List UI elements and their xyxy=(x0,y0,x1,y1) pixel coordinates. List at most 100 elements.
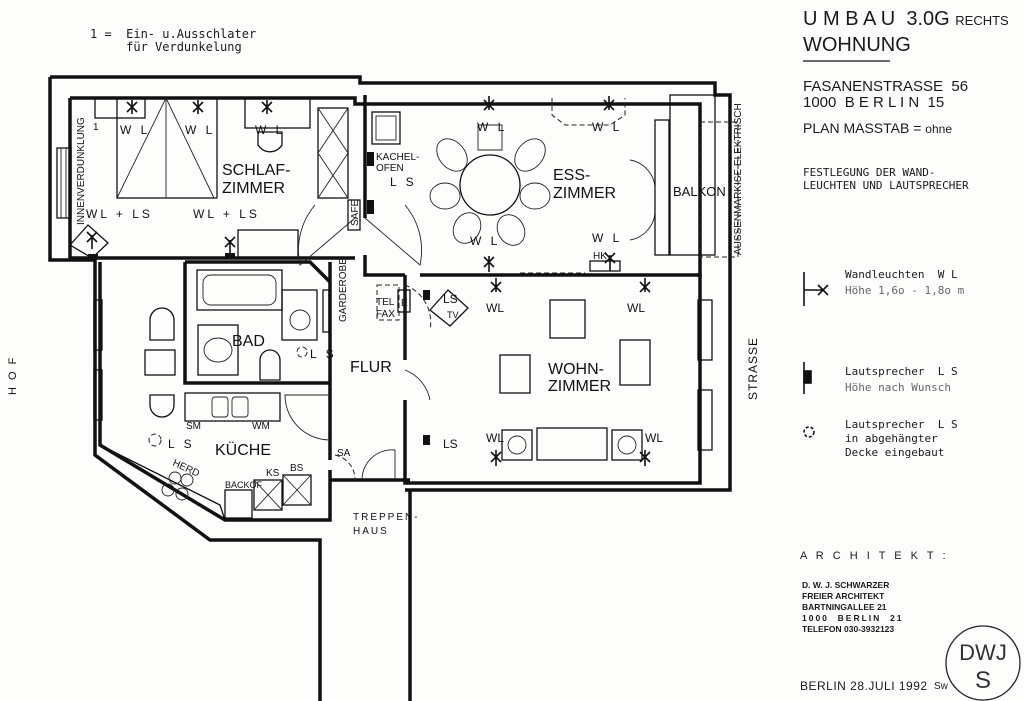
legend-item-lautsprecher-wand: Lautsprecher L S Höhe nach Wunsch xyxy=(845,364,958,396)
living-furniture xyxy=(423,299,651,461)
address-street: FASANENSTRASSE 56 xyxy=(803,78,969,95)
room-label-bad: BAD xyxy=(232,333,265,350)
windows xyxy=(56,119,713,451)
mark-wl: W L xyxy=(255,123,285,137)
label-fax: FAX xyxy=(376,309,395,320)
legend-detail: in abgehängter xyxy=(845,432,938,445)
architect-line: 1000 BERLIN 21 xyxy=(802,613,904,623)
mark-ls: LS xyxy=(443,437,458,451)
dining-furniture xyxy=(367,98,626,274)
title-suffix: RECHTS xyxy=(955,13,1009,28)
legend-symbols xyxy=(803,272,829,438)
mark-wl: WL xyxy=(645,431,663,445)
room-label-treppenhaus: TREPPEN- xyxy=(353,512,420,523)
stamp-initials-top: DWJ xyxy=(959,640,1007,665)
room-label-wohnzimmer-2: ZIMMER xyxy=(548,378,611,395)
side-label-strasse: STRASSE xyxy=(746,337,760,400)
mark-wl: W L xyxy=(477,120,507,134)
label-innenverdunklung: INNENVERDUNKLUNG xyxy=(76,117,87,225)
room-label-esszimmer: ESS- xyxy=(553,167,590,184)
ceiling-speaker-symbol xyxy=(803,426,815,438)
legend-title: Lautsprecher L S xyxy=(845,365,958,378)
awning-outline xyxy=(699,121,739,258)
wall-light-symbol xyxy=(803,272,829,306)
switch-note-line-2: für Verdunkelung xyxy=(90,40,242,54)
legend-detail-2: Decke eingebaut xyxy=(845,446,945,459)
doors xyxy=(284,159,656,481)
scale-value: ohne xyxy=(925,122,952,136)
purpose-note: FESTLEGUNG DER WAND-LEUCHTEN UND LAUTSPR… xyxy=(803,166,969,192)
label-e: E xyxy=(401,298,408,309)
title-block: U M B A U 3.0G RECHTS xyxy=(803,8,1009,31)
room-label-wohnzimmer: WOHN- xyxy=(548,361,604,378)
mark-wl: W L xyxy=(120,123,150,137)
mark-wl: W L xyxy=(592,120,622,134)
mark-ls: L S xyxy=(310,347,337,361)
room-label-schlafzimmer: SCHLAF- xyxy=(222,162,290,179)
bathroom-fixtures xyxy=(196,269,318,381)
address-city: 1000 B E R L I N 15 xyxy=(803,94,945,111)
architect-heading: A R C H I T E K T : xyxy=(800,550,949,562)
mark-ls: L S xyxy=(390,175,417,189)
balcony xyxy=(669,94,716,256)
room-label-treppenhaus-2: HAUS xyxy=(353,526,389,537)
architect-line: D. W. J. SCHWARZER xyxy=(802,580,890,590)
purpose-line-2: LEUCHTEN UND LAUTSPRECHER xyxy=(803,179,969,192)
architect-line: BARTNINGALLEE 21 xyxy=(802,602,887,612)
date-text: BERLIN 28.JULI 1992 xyxy=(800,679,928,693)
wall-light-symbols xyxy=(86,96,651,466)
switch-note: 1 = Ein- u.Ausschlater für Verdunkelung xyxy=(90,28,256,54)
mark-wl: WL xyxy=(486,431,504,445)
label-switch-1: 1 xyxy=(93,122,99,133)
mark-wl: W L xyxy=(592,231,622,245)
mark-wl: WL xyxy=(486,301,504,315)
room-label-kueche: KÜCHE xyxy=(215,441,271,459)
scale-label: PLAN MASSTAB = xyxy=(803,120,922,136)
architect-line: TELEFON 030-3932123 xyxy=(802,624,895,634)
label-garderobe: GARDEROBE xyxy=(338,258,349,322)
label-sm: SM xyxy=(186,421,201,432)
title-sub: WOHNUNG xyxy=(803,34,911,56)
mark-wl: WL xyxy=(627,301,645,315)
label-hk: HK xyxy=(593,251,607,262)
label-aussenmarkise: AUSSENMARKISE ELEKTRISCH xyxy=(733,103,744,255)
side-label-hof: H O F xyxy=(7,356,19,395)
mark-wl: W L xyxy=(185,123,215,137)
legend-title: Lautsprecher L S xyxy=(845,418,958,431)
room-label-flur: FLUR xyxy=(350,359,392,376)
architect-stamp xyxy=(945,625,1021,701)
mark-wl-ls: WL + LS xyxy=(86,207,153,221)
legend-detail: Höhe 1,6o - 1,8o m xyxy=(845,284,965,297)
room-label-balkon: BALKON xyxy=(673,184,726,199)
architect-line: FREIER ARCHITEKT xyxy=(802,591,885,601)
purpose-line-1: FESTLEGUNG DER WAND- xyxy=(803,166,936,179)
label-bs: BS xyxy=(290,463,304,474)
label-tv-ls: LS xyxy=(443,292,458,306)
mark-ls: L S xyxy=(168,437,195,451)
room-label-esszimmer-2: ZIMMER xyxy=(553,185,616,202)
label-safe: SAFE xyxy=(350,200,361,226)
legend-item-wandleuchten: Wandleuchten W L Höhe 1,6o - 1,8o m xyxy=(845,267,964,299)
legend-title: Wandleuchten W L xyxy=(845,268,958,281)
legend-detail: Höhe nach Wunsch xyxy=(845,381,951,394)
label-kachelofen: KACHEL- xyxy=(376,152,419,163)
title-main: U M B A U 3.0G xyxy=(803,8,950,30)
label-wm: WM xyxy=(252,421,270,432)
label-herd: HERD xyxy=(171,458,201,480)
kitchen-fixtures xyxy=(109,307,312,521)
mark-wl-ls: WL + LS xyxy=(193,207,260,221)
stamp-initials-bottom: S xyxy=(975,667,991,694)
switch-note-line-1: 1 = Ein- u.Ausschlater xyxy=(90,27,257,41)
label-ks: KS xyxy=(266,468,280,479)
room-label-schlafzimmer-2: ZIMMER xyxy=(222,180,285,197)
label-backof: BACKOF xyxy=(225,480,263,490)
label-tel: TEL xyxy=(376,297,395,308)
mark-wl: W L xyxy=(470,234,500,248)
label-tv: TV xyxy=(447,310,459,320)
label-sa: SA xyxy=(337,448,351,459)
date-initials: Sw xyxy=(934,681,948,692)
scale-note: PLAN MASSTAB = ohne xyxy=(803,120,952,136)
